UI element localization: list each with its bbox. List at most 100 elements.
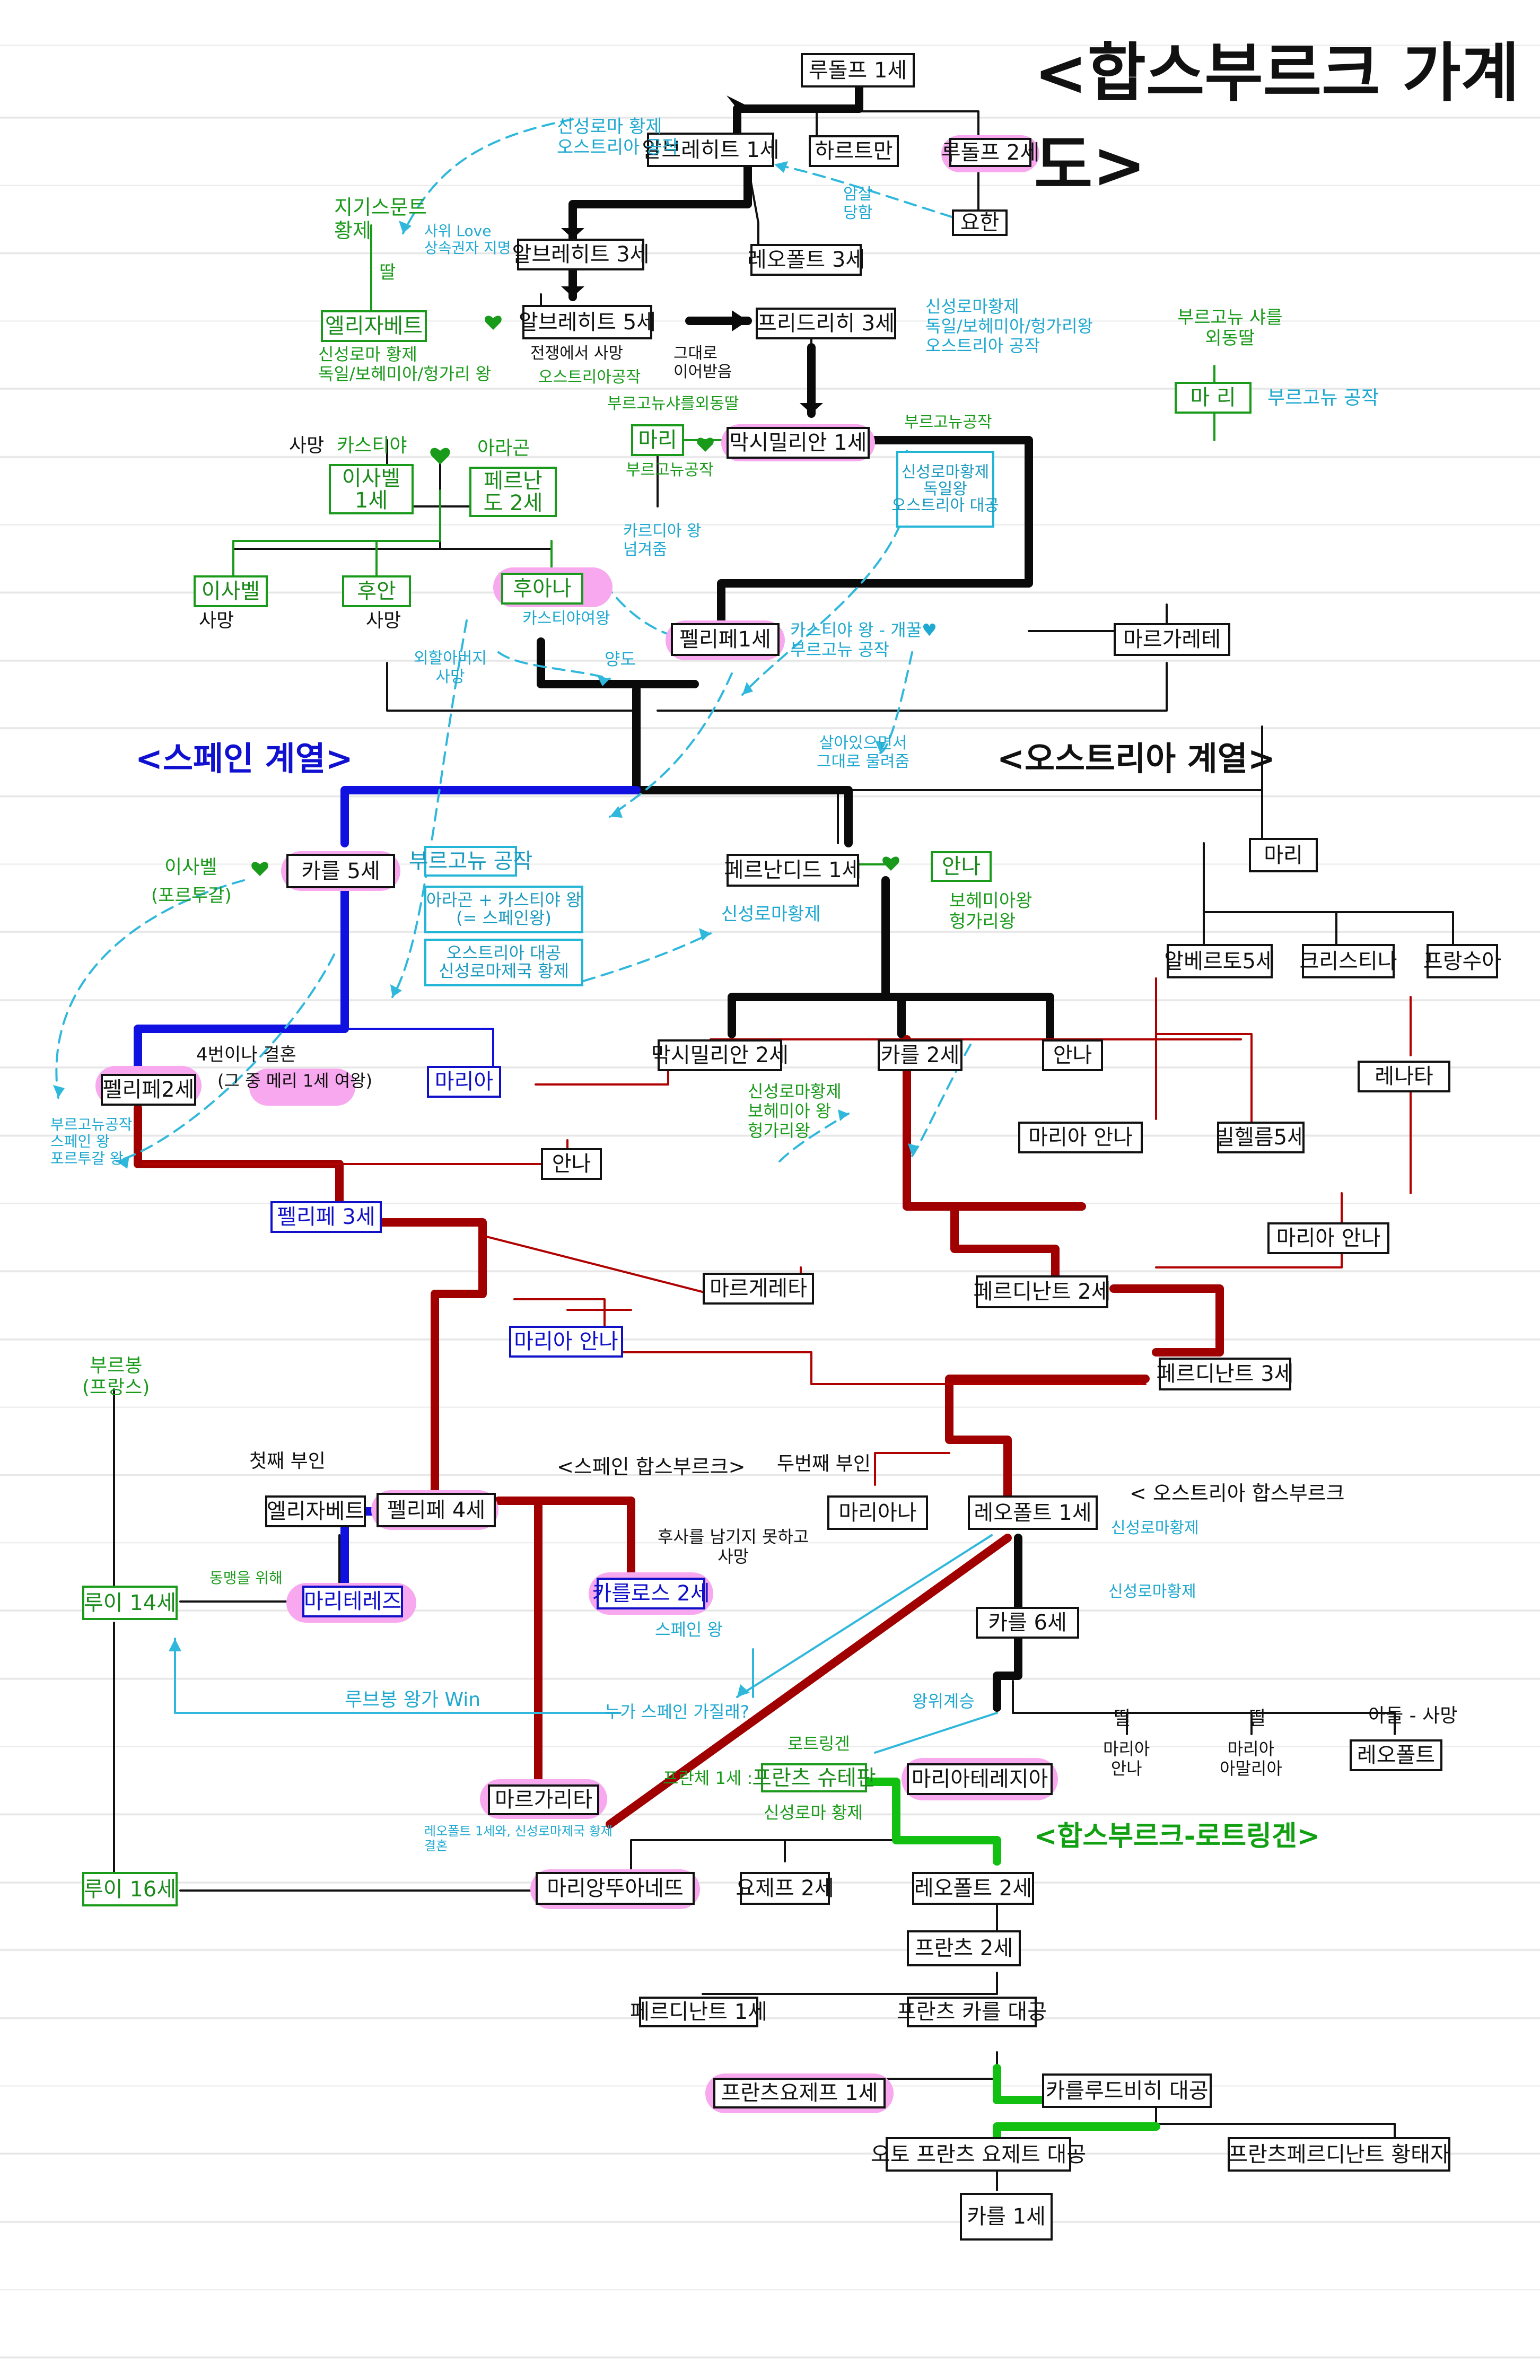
person-hartmann: 하르트만 bbox=[809, 135, 899, 167]
person-ferdinand-1: 페르난디드 1세 bbox=[724, 854, 861, 887]
big-black-arrows bbox=[561, 95, 823, 414]
person-albrecht-3: 알브레히트 3세 bbox=[512, 239, 649, 270]
person-leopold-1: 레오폴트 1세 bbox=[968, 1495, 1098, 1530]
person-karl-6: 카를 6세 bbox=[976, 1607, 1079, 1639]
person-maria-blue: 마리아 bbox=[427, 1066, 501, 1098]
person-albrecht-5: 알브레히트 5세 bbox=[519, 305, 656, 339]
heart-icon bbox=[882, 856, 899, 871]
person-rudolf-1: 루돌프 1세 bbox=[801, 53, 915, 88]
note-austria-hre-box: 오스트리아 대공 신성로마제국 황제 bbox=[424, 939, 583, 986]
note-franz1: 프란체 1세 : bbox=[663, 1768, 753, 1788]
person-louis-14: 루이 14세 bbox=[82, 1586, 178, 1620]
note-austria-duke: 오스트리아공작 bbox=[538, 368, 641, 387]
person-leopold-2: 레오폴트 2세 bbox=[912, 1872, 1034, 1905]
person-karl-5: 카를 5세 bbox=[286, 854, 395, 888]
note-sigismund: 지기스문트 황제 bbox=[334, 196, 427, 242]
person-rudolf-2: 루돌프 2세 bbox=[941, 138, 1039, 167]
person-ferdinand-2: 페르디난트 2세 bbox=[974, 1275, 1110, 1308]
note-daughter1: 딸 bbox=[379, 262, 396, 283]
person-isabel-c: 이사벨 bbox=[194, 575, 268, 607]
person-friedrich-3: 프리드리히 3세 bbox=[756, 308, 896, 339]
note-lorraine-word: 로트링겐 bbox=[788, 1734, 850, 1754]
note-max2: 신성로마황제 보헤미아 왕 헝가리왕 bbox=[748, 1081, 842, 1141]
note-burgundy-duke-l: 부르고뉴공작 bbox=[626, 461, 714, 479]
note-burgundy-duke-box: 부르고뉴 공작 bbox=[409, 846, 532, 877]
person-leopold-last: 레오폴트 bbox=[1350, 1739, 1442, 1771]
note-isabel-port: 이사벨 bbox=[164, 856, 217, 878]
person-felipe-3: 펠리페 3세 bbox=[270, 1201, 382, 1233]
person-karl-2: 카를 2세 bbox=[878, 1039, 962, 1071]
person-otto-franz: 오토 프란츠 요제트 대공 bbox=[871, 2137, 1086, 2172]
note-elisabeth: 신성로마 황제 독일/보헤미아/헝가리 왕 bbox=[318, 344, 492, 384]
note-portugal: (포르투갈) bbox=[151, 885, 232, 906]
note-mary1: (그 중 메리 1세 여왕) bbox=[217, 1071, 373, 1091]
note-castile: 카스티야 bbox=[337, 435, 407, 457]
note-aragon: 아라곤 bbox=[477, 438, 530, 459]
person-ferdinand-1b: 페르디난트 1세 bbox=[630, 1997, 767, 2027]
note-second-wife: 두번째 부인 bbox=[777, 1453, 871, 1475]
note-love: 사위 Love 상속권자 지명 bbox=[424, 222, 511, 257]
person-anna-top: 안나 bbox=[931, 851, 992, 882]
note-friedrich3: 신성로마황제 독일/보헤미아/헝가리왕 오스트리아 공작 bbox=[925, 296, 1093, 356]
person-franz-karl: 프란츠 카를 대공 bbox=[897, 1997, 1047, 2027]
note-spain-king: 스페인 왕 bbox=[655, 1620, 723, 1640]
note-inherit: 그대로 이어받음 bbox=[673, 344, 732, 381]
person-maria-anna-a: 마리아 안나 bbox=[1018, 1122, 1143, 1153]
person-renata: 레나타 bbox=[1358, 1061, 1450, 1092]
person-albrecht-5b: 알베르토5세 bbox=[1164, 944, 1275, 978]
person-maria-anna-c: 마리아 안나 bbox=[509, 1326, 623, 1358]
note-castile-king: 카스티야 왕 - 개꿀♥ 부르고뉴 공작 bbox=[790, 620, 937, 660]
person-maria-theresia: 마리아테레지아 bbox=[907, 1763, 1053, 1795]
heart-icon bbox=[430, 448, 450, 465]
note-aragon-castile-box: 아라곤 + 카스티야 왕 (= 스페인왕) bbox=[424, 886, 583, 933]
note-maria-anna-d: 마리아 안나 bbox=[1103, 1739, 1150, 1779]
cyan-solid-lines bbox=[174, 1534, 998, 1754]
person-franz-2: 프란츠 2세 bbox=[907, 1930, 1021, 1966]
person-juana: 후아나 bbox=[501, 573, 583, 605]
note-daughter-a: 딸 bbox=[1114, 1708, 1132, 1729]
note-bourbon: 부르봉 (프랑스) bbox=[82, 1355, 150, 1399]
heart-icon bbox=[251, 862, 268, 876]
person-maximilian-1: 막시밀리안 1세 bbox=[727, 427, 870, 459]
person-karl-ludwig: 카를루드비히 대공 bbox=[1042, 2073, 1212, 2108]
note-war-succ: 왕위계승 bbox=[912, 1691, 975, 1711]
person-fernando-2: 페르난도 2세 bbox=[469, 467, 557, 517]
note-maria-amalia: 마리아 아말리아 bbox=[1220, 1739, 1282, 1779]
note-albrecht5: 전쟁에서 사망 bbox=[530, 344, 624, 363]
person-franz-joseph-1: 프란츠요제프 1세 bbox=[713, 2078, 886, 2108]
person-maria-teresa: 마리테레즈 bbox=[302, 1586, 403, 1617]
person-juan: 후안 bbox=[342, 575, 411, 607]
note-hre-emp3: 신성로마황제 bbox=[1108, 1582, 1196, 1601]
person-albrecht-1: 알브레히트 1세 bbox=[642, 133, 779, 167]
note-aragon-regent: 카르디아 왕 넘겨줌 bbox=[623, 522, 702, 559]
person-wilhelm-5: 빌헬름5세 bbox=[1215, 1122, 1307, 1153]
person-mari-right: 마 리 bbox=[1175, 382, 1252, 414]
note-death: 사망 bbox=[289, 435, 325, 457]
person-marie-antoinette: 마리앙뚜아네뜨 bbox=[536, 1872, 695, 1905]
note-hre-austria: 신성로마 황제 오스트리아 공작 bbox=[557, 116, 679, 159]
section-austria: <오스트리아 계열> bbox=[997, 739, 1275, 778]
person-christina: 크리스티나 bbox=[1300, 944, 1397, 978]
person-margarete-top: 마르가레테 bbox=[1114, 623, 1230, 656]
main-lineage-black bbox=[537, 83, 1054, 1712]
person-carlos-2: 카를로스 2세 bbox=[592, 1578, 710, 1609]
note-burgundy-daughter2: 부르고뉴샤를외동딸 bbox=[607, 395, 739, 413]
note-felipe2: 부르고뉴공작 스페인 왕 포르투갈 왕 bbox=[50, 1116, 133, 1168]
note-death3: 사망 bbox=[366, 610, 401, 632]
person-maria-anna-b: 마리아 안나 bbox=[1267, 1222, 1389, 1254]
note-fourth-marriage: 4번이나 결혼 bbox=[196, 1044, 296, 1065]
heart-icon bbox=[485, 316, 502, 330]
person-franz-ferdinand: 프란츠페르디난트 황태자 bbox=[1228, 2137, 1450, 2172]
person-johann: 요한 bbox=[952, 209, 1008, 236]
note-burgundy-duke-r: 부르고뉴 공작 bbox=[1267, 387, 1379, 409]
note-daughter-b: 딸 bbox=[1249, 1708, 1267, 1729]
person-maximilian-2: 막시밀리안 2세 bbox=[651, 1039, 789, 1071]
section-lorraine: <합스부르크-로트링겐> bbox=[1034, 1821, 1320, 1852]
note-murder: 암살 당함 bbox=[843, 185, 873, 222]
person-karl-1: 카를 1세 bbox=[960, 2193, 1053, 2241]
note-while-alive: 살아있으면서 그대로 물려줌 bbox=[817, 734, 910, 771]
person-margarita: 마르가리타 bbox=[488, 1784, 599, 1815]
person-leopold-3: 레오폴트 3세 bbox=[747, 244, 865, 276]
